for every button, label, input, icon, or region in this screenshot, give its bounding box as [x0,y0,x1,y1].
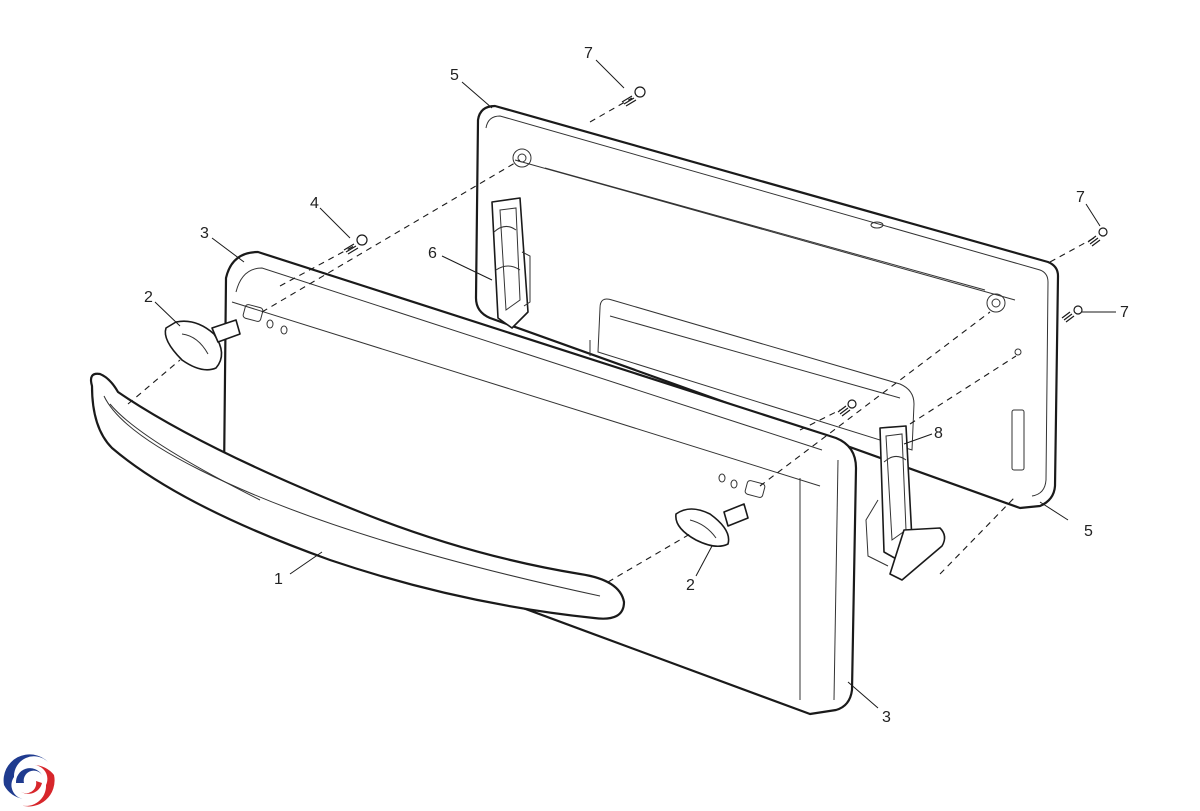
callout-7-right-upper: 7 [1076,189,1085,206]
assembly-lines [127,97,1095,583]
callout-labels: 7 5 7 7 4 3 6 2 8 5 1 2 3 [144,45,1129,726]
callout-5-bottom: 5 [1084,523,1093,540]
callout-8: 8 [934,425,943,442]
handle-end-cap-right [675,503,749,548]
handle-end-cap-left [164,319,241,371]
door-handle [89,372,626,620]
callout-4: 4 [310,195,319,212]
screw-mid [837,399,857,417]
screw-part-7-right-upper [1087,227,1108,247]
screw-part-4 [343,234,368,255]
screw-part-7-top [621,86,646,107]
leader-lines [154,59,1116,709]
hinge-left [491,197,531,329]
callout-5-top: 5 [450,67,459,84]
callout-2-right: 2 [686,577,695,594]
callout-1: 1 [274,571,283,588]
callout-6: 6 [428,245,437,262]
screw-part-7-right-lower [1061,305,1083,323]
brand-swirl-logo [3,754,57,808]
callout-7-top: 7 [584,45,593,62]
hinge-right [865,425,946,581]
callout-3-bottom: 3 [882,709,891,726]
callout-7-right-lower: 7 [1120,304,1129,321]
callout-2-left: 2 [144,289,153,306]
callout-3-top: 3 [200,225,209,242]
